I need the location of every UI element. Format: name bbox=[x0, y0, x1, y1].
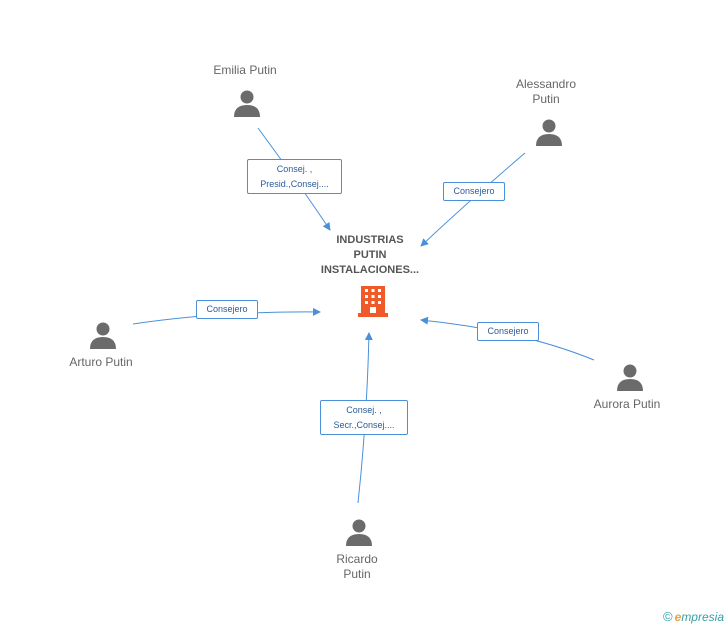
person-name-line: Emilia Putin bbox=[213, 63, 277, 77]
person-name-line: Arturo Putin bbox=[69, 355, 133, 369]
relation-label-emilia[interactable]: Consej. , Presid.,Consej.... bbox=[247, 159, 342, 194]
person-icon[interactable] bbox=[233, 89, 261, 117]
person-name-line: Putin bbox=[532, 92, 560, 106]
person-name-line: Alessandro bbox=[515, 77, 577, 91]
relation-label-alessandro[interactable]: Consejero bbox=[443, 182, 505, 201]
relation-text: Consej. , bbox=[346, 405, 382, 415]
relation-text: Consejero bbox=[487, 326, 529, 336]
brand-e: e bbox=[674, 610, 682, 624]
relation-label-aurora[interactable]: Consejero bbox=[477, 322, 539, 341]
person-icon[interactable] bbox=[89, 321, 117, 349]
company-name-line: INSTALACIONES... bbox=[320, 264, 420, 276]
person-name-line: Putin bbox=[343, 567, 371, 581]
empresia-watermark: ©empresia bbox=[663, 609, 724, 624]
person-name-emilia[interactable]: Emilia Putin bbox=[190, 63, 300, 78]
relation-text: Consejero bbox=[453, 186, 495, 196]
person-name-line: Ricardo bbox=[336, 552, 378, 566]
person-name-alessandro[interactable]: Alessandro Putin bbox=[491, 77, 601, 107]
person-name-ricardo[interactable]: Ricardo Putin bbox=[302, 552, 412, 582]
company-building-icon[interactable] bbox=[358, 286, 388, 317]
relation-text: Consejero bbox=[206, 304, 248, 314]
brand-rest: mpresia bbox=[681, 610, 724, 624]
person-icon[interactable] bbox=[345, 518, 373, 546]
relation-text: Presid.,Consej.... bbox=[260, 179, 329, 189]
person-icon[interactable] bbox=[535, 118, 563, 146]
relation-text: Secr.,Consej.... bbox=[333, 420, 395, 430]
relation-label-arturo[interactable]: Consejero bbox=[196, 300, 258, 319]
person-name-aurora[interactable]: Aurora Putin bbox=[572, 397, 682, 412]
relation-label-ricardo[interactable]: Consej. , Secr.,Consej.... bbox=[320, 400, 408, 435]
company-name-line: INDUSTRIAS bbox=[336, 234, 404, 246]
copyright-symbol: © bbox=[663, 609, 673, 624]
company-name[interactable]: INDUSTRIAS PUTIN INSTALACIONES... bbox=[310, 233, 430, 278]
person-name-line: Aurora Putin bbox=[593, 397, 661, 411]
company-name-line: PUTIN bbox=[353, 249, 387, 261]
person-name-arturo[interactable]: Arturo Putin bbox=[46, 355, 156, 370]
relation-text: Consej. , bbox=[276, 164, 313, 174]
person-icon[interactable] bbox=[616, 363, 644, 391]
